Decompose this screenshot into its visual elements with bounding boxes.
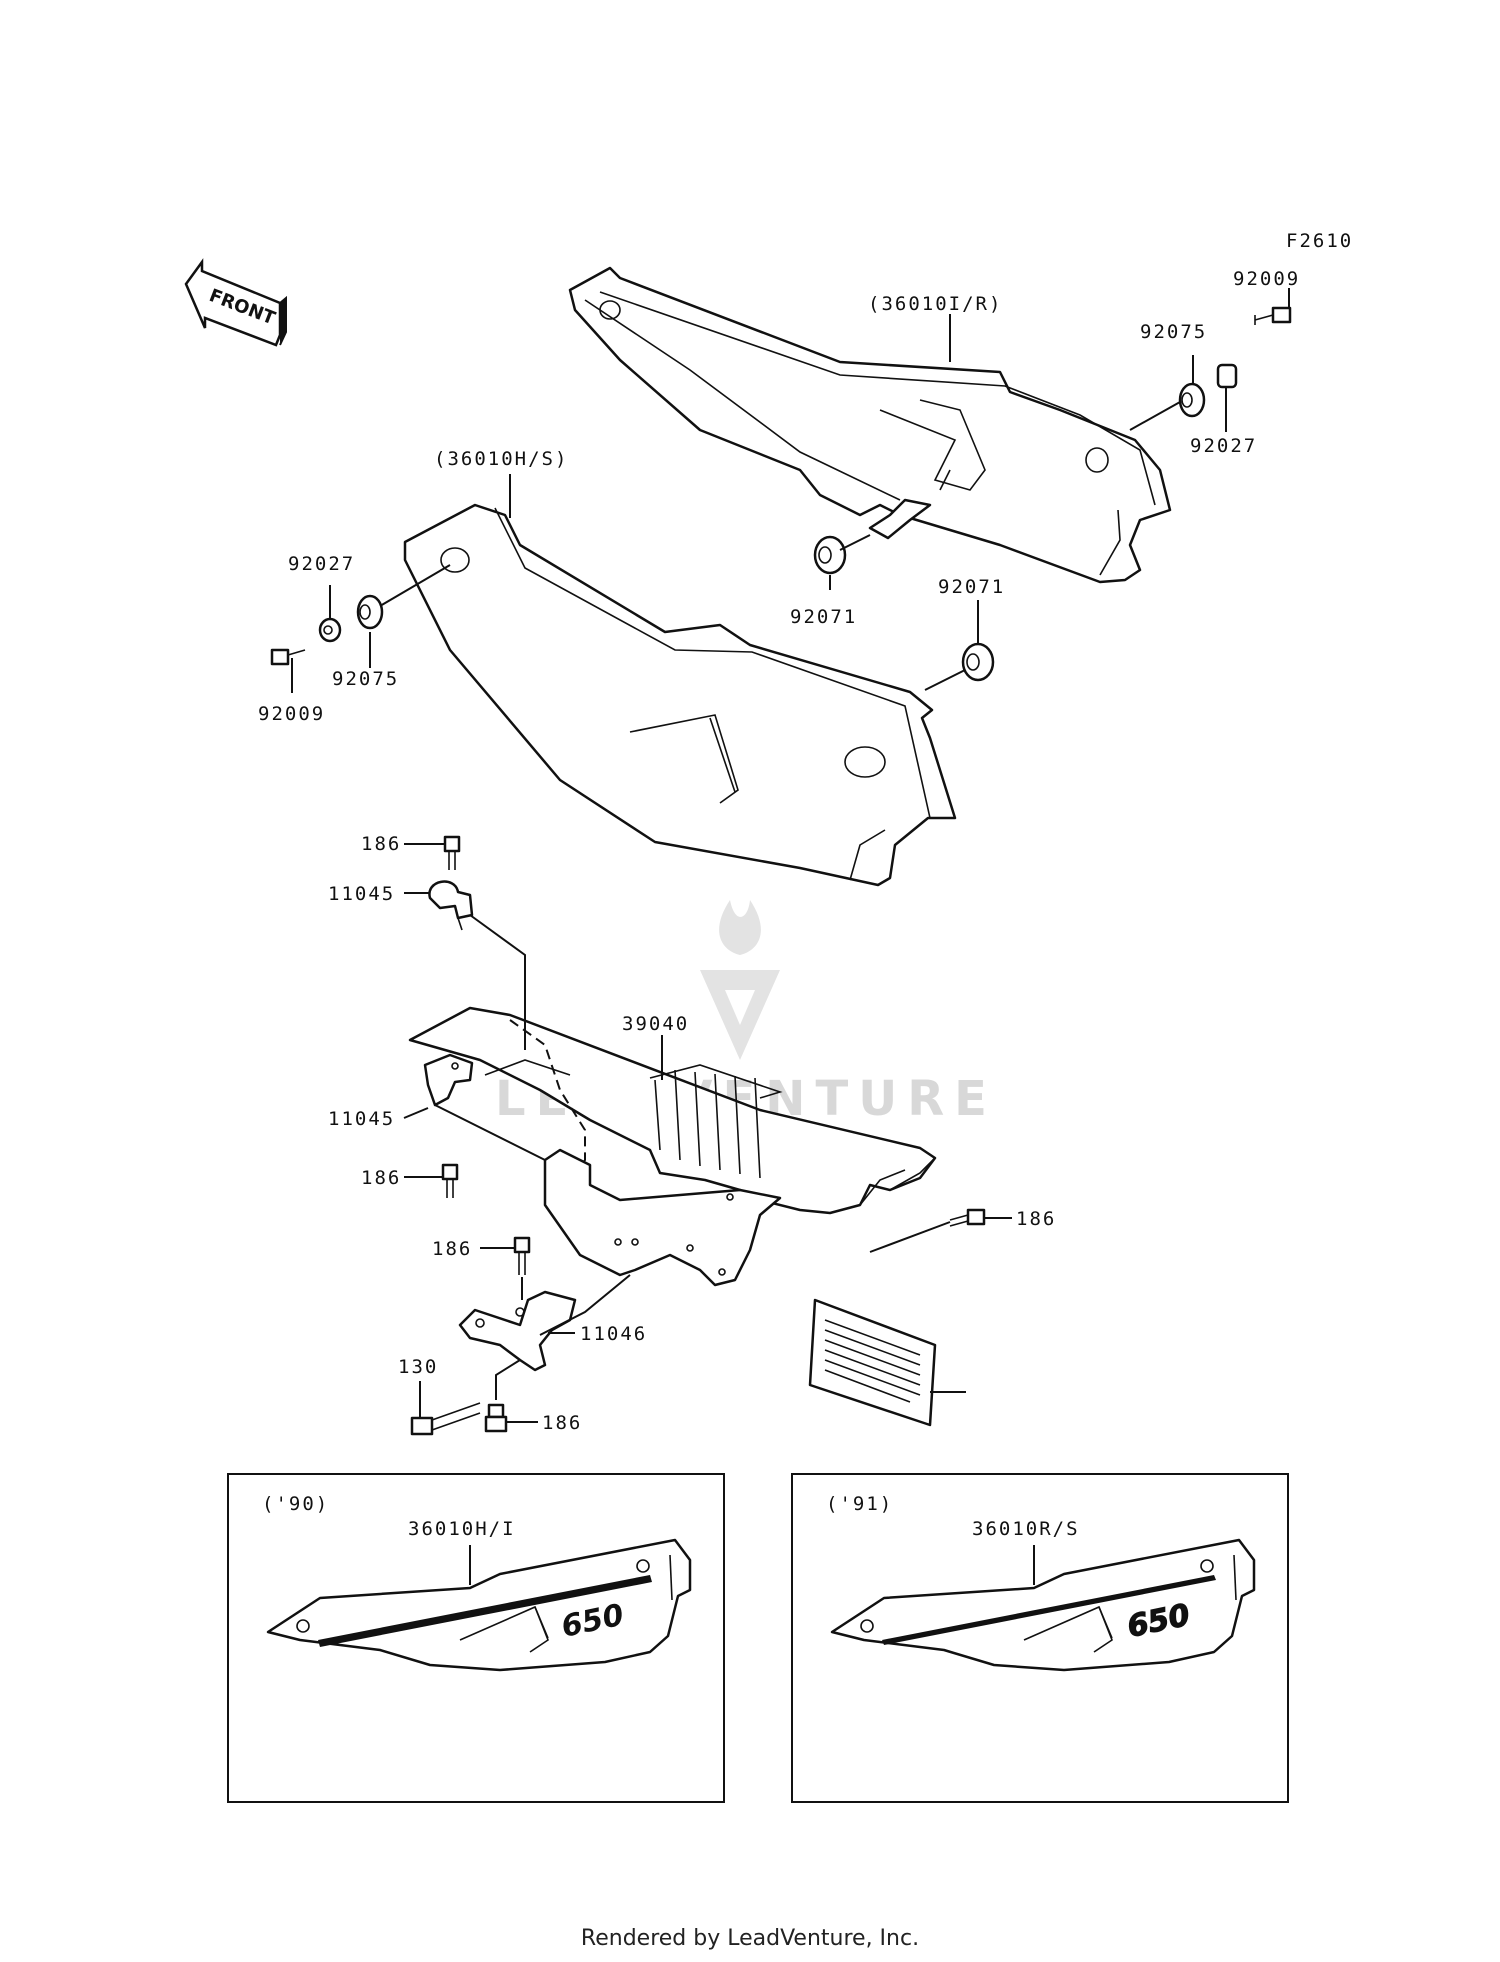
right-side-cover (568, 266, 1172, 584)
callout-92009-left: 92009 (258, 703, 325, 725)
callout-36010I-R: (36010I/R) (868, 293, 1002, 315)
grommet-92075-right (1178, 382, 1206, 418)
bracket-11046 (458, 1290, 577, 1372)
bolt-92009-right (1254, 306, 1292, 325)
callout-186-right: 186 (1016, 1208, 1056, 1230)
bolt-92009-left (270, 648, 306, 666)
callout-labels: (36010I/R) (36010H/S) 92009 92075 92027 … (258, 268, 1300, 1434)
callout-130: 130 (398, 1356, 438, 1378)
callout-186-lower: 186 (432, 1238, 472, 1260)
inset-1991-logo: 650 (1124, 1598, 1193, 1645)
callout-11046: 11046 (580, 1323, 647, 1345)
clip-11045-top (428, 880, 474, 931)
callout-92075-right: 92075 (1140, 321, 1207, 343)
inset-1990-part: 36010H/I (408, 1518, 516, 1540)
callout-92075-left: 92075 (332, 668, 399, 690)
bolt-186-mid (441, 1163, 459, 1198)
left-side-cover (403, 503, 957, 887)
damper-92071-lower (961, 642, 995, 682)
bolt-186-top (443, 835, 461, 870)
grommet-92075-left (356, 594, 384, 630)
bolt-186-bottom (484, 1403, 508, 1433)
callout-186-top: 186 (361, 833, 401, 855)
callout-92027-right: 92027 (1190, 435, 1257, 457)
callout-92009-right: 92009 (1233, 268, 1300, 290)
bolt-186-right (949, 1208, 986, 1227)
bolt-186-lower (513, 1236, 531, 1275)
front-arrow-icon: FRONT (184, 258, 287, 347)
mounting-bracket (543, 1148, 782, 1287)
clip-11045-mid (423, 1053, 474, 1107)
render-credit: Rendered by LeadVenture, Inc. (581, 1926, 919, 1951)
callout-186-mid: 186 (361, 1167, 401, 1189)
damper-92071-mid (813, 498, 932, 575)
inset-1990-year: ('90) (262, 1493, 329, 1515)
callout-92027-left: 92027 (288, 553, 355, 575)
reference-label-sticker (808, 1298, 937, 1427)
callout-36010H-S: (36010H/S) (434, 448, 568, 470)
inset-1990: ('90) 36010H/I 650 (227, 1473, 725, 1803)
callout-39040: 39040 (622, 1013, 689, 1035)
callout-92071-lower: 92071 (938, 576, 1005, 598)
callout-11045-mid: 11045 (328, 1108, 395, 1130)
callout-11045-top: 11045 (328, 883, 395, 905)
inset-1991-frame (791, 1473, 1289, 1803)
callout-92071-mid: 92071 (790, 606, 857, 628)
collar-92027-left (318, 617, 342, 643)
inset-1991: ('91) 36010R/S 650 (791, 1473, 1289, 1803)
bolt-130 (410, 1402, 481, 1436)
callout-186-bottom: 186 (542, 1412, 582, 1434)
inset-1991-part: 36010R/S (972, 1518, 1080, 1540)
collar-92027-right (1216, 363, 1238, 389)
leader-lines (291, 288, 1290, 1423)
inset-1990-frame (227, 1473, 725, 1803)
chain-cover (408, 1006, 937, 1215)
chain-cover-ribs (649, 1064, 783, 1179)
inset-1991-year: ('91) (826, 1493, 893, 1515)
figure-code: F2610 (1286, 230, 1353, 252)
